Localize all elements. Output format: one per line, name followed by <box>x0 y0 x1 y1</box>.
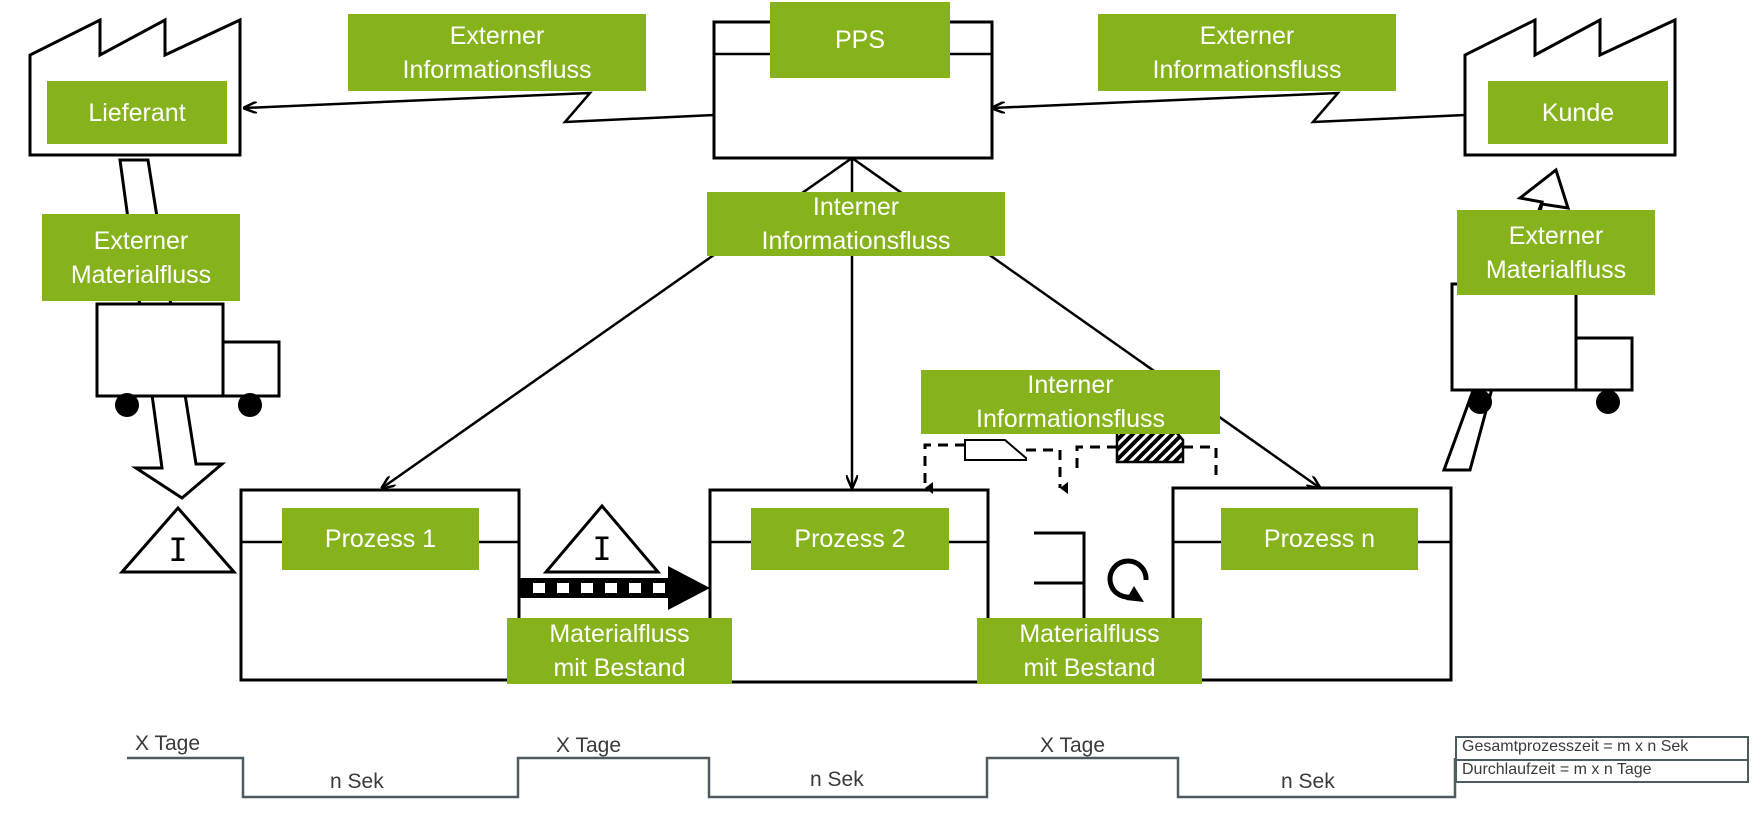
timeline-wait-2: X Tage <box>556 734 621 757</box>
truck-icon-right <box>1450 282 1634 414</box>
inventory-symbol: I <box>592 530 611 568</box>
truck-icon-left <box>95 302 281 417</box>
material-stock-label-2: Materialfluss mit Bestand <box>977 618 1202 684</box>
summary-box <box>1455 736 1749 783</box>
cycle-arrow-icon <box>1107 558 1149 602</box>
supplier-label: Lieferant <box>47 81 227 144</box>
timeline-wait-1: X Tage <box>135 732 200 755</box>
timeline-wait-3: X Tage <box>1040 734 1105 757</box>
process-n-label: Prozess n <box>1221 508 1418 570</box>
timeline <box>127 756 1457 799</box>
ext-info-arrow-right <box>992 91 1466 124</box>
ext-info-arrow-left <box>244 91 715 124</box>
inventory-symbol: I <box>168 531 187 569</box>
ext-info-label-left: Externer Informationsfluss <box>348 14 646 91</box>
kanban-icon <box>964 430 1185 464</box>
customer-label: Kunde <box>1488 81 1668 144</box>
dashed-info-lines <box>923 443 1218 494</box>
summary-lead-time: Durchlaufzeit = m x n Tage <box>1462 761 1652 778</box>
process-2-label: Prozess 2 <box>751 508 949 570</box>
ext-material-label-left: Externer Materialfluss <box>42 214 240 301</box>
timeline-proc-2: n Sek <box>810 768 864 791</box>
timeline-proc-1: n Sek <box>330 770 384 793</box>
inventory-triangle-mid: I <box>542 503 662 574</box>
ext-info-label-right: Externer Informationsfluss <box>1098 14 1396 91</box>
process-1-label: Prozess 1 <box>282 508 479 570</box>
pps-label: PPS <box>770 2 950 78</box>
push-arrow-icon <box>519 566 710 610</box>
int-info-label-top: Interner Informationsfluss <box>707 192 1005 256</box>
inventory-triangle-left: I <box>118 505 238 574</box>
timeline-proc-3: n Sek <box>1281 770 1335 793</box>
summary-total-process-time: Gesamtprozesszeit = m x n Sek <box>1462 738 1689 755</box>
material-stock-label-1: Materialfluss mit Bestand <box>507 618 732 684</box>
ext-material-label-right: Externer Materialfluss <box>1457 210 1655 295</box>
int-info-label-mid: Interner Informationsfluss <box>921 370 1220 434</box>
